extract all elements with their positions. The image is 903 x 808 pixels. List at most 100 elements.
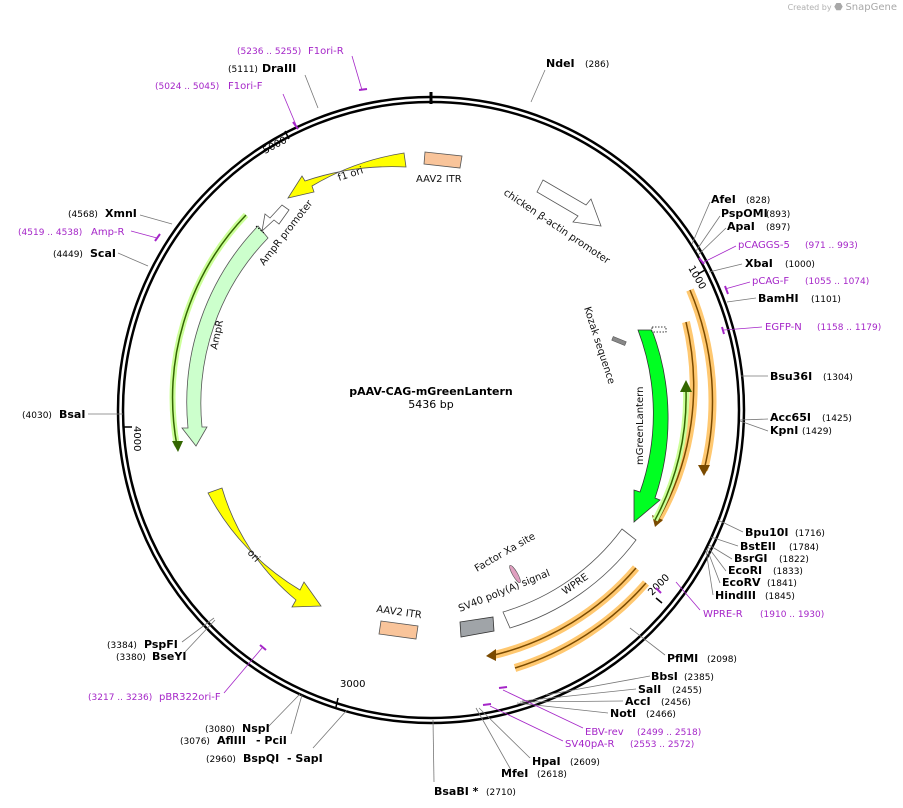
ampr-orf-arc-line [171,214,247,447]
site-sapi-name: - SapI [287,752,323,765]
site-afei-name: AfeI [711,193,736,206]
factor-xa-marker [509,564,521,584]
leader-bamhi [726,297,757,303]
aav2-itr-top-label: AAV2 ITR [416,174,462,185]
primer-ampr-name: Amp-R [91,227,125,238]
primer-f1orir-pos: (5236 .. 5255) [237,47,301,57]
site-sali-pos: (2455) [672,686,702,696]
snapgene-logo: ⬣ [834,2,843,13]
site-scai-pos: (4449) [53,250,83,260]
orf-arc-green-line [654,389,687,521]
site-ecorv-pos: (1841) [767,579,797,589]
site-bseyi-pos: (3380) [116,653,146,663]
orf-arc-wpre1-head [486,649,496,661]
kozak-marker [611,336,627,346]
site-afei-pos: (828) [746,196,770,206]
primer-sv40par-leader [489,705,564,742]
tick-3000-label: 3000 [340,679,365,690]
leader-acc65i [739,418,769,421]
site-hindiii-name: HindIII [715,589,756,602]
site-nspi-name: NspI [242,722,270,735]
site-apai-name: ApaI [727,220,755,233]
orf-arc-outer-line [689,289,714,471]
primer-f1orir-leader [351,55,363,91]
site-xmni-pos: (4568) [68,210,98,220]
leader-mfei [475,707,512,771]
site-bsabi-pos: (2710) [486,788,516,798]
site-apai-pos: (897) [766,223,790,233]
orf-arc-wpre1-line [493,567,637,656]
site-afliii-pos: (3076) [180,737,210,747]
site-bsai-pos: (4030) [22,411,52,421]
leader-bspqi [312,709,348,749]
site-bspqi-pos: (2960) [206,755,236,765]
site-noti-pos: (2466) [646,710,676,720]
site-ndei-pos: (286) [585,60,609,70]
leader-hpai [478,707,531,759]
leader-ecorv [706,548,721,584]
tick-3000: 3000 [335,679,365,708]
primer-wprer-leader [675,581,701,611]
site-pspfi-name: PspFI [144,638,178,651]
leader-xbai [708,263,743,273]
primer-pbr322orif-leader [223,647,263,694]
site-pspfi-pos: (3384) [107,641,137,651]
primer-ebvrev-leader [502,689,584,729]
primer-egfpn-mark [721,326,725,335]
primer-pcagf-pos: (1055 .. 1074) [805,277,869,287]
orf-arc-mid-line [657,321,695,521]
wpre-arrow [502,528,637,629]
leader-afliii [290,694,303,735]
leader-pspomi [695,215,721,252]
ampr-promoter-arrow [261,204,290,233]
primer-ebvrev-mark [498,686,508,689]
ori-arrow [207,487,322,608]
site-bamhi-pos: (1101) [811,295,841,305]
primer-pbr322orif-pos: (3217 .. 3236) [88,693,152,703]
site-noti-name: NotI [610,707,636,720]
snapgene-brand: SnapGene [845,2,897,13]
aav2-itr-top [423,151,463,169]
site-pcii-name: - PciI [256,734,287,747]
site-hindiii-pos: (1845) [765,592,795,602]
primer-wprer-pos: (1910 .. 1930) [760,610,824,620]
site-acc65i-pos: (1425) [822,414,852,424]
primer-pcaggs5-name: pCAGGS-5 [738,240,790,251]
ampr-orf-arc-head [172,441,183,452]
site-xmni-name: XmnI [105,207,137,220]
site-acci-pos: (2456) [661,698,691,708]
primer-f1orif-name: F1ori-F [228,81,263,92]
site-bsai-name: BsaI [59,408,85,421]
mgreenlantern-start [651,326,667,333]
site-bsrgi-name: BsrGI [734,552,767,565]
site-kpni-pos: (1429) [802,427,832,437]
leader-ecori [707,546,727,572]
leader-bseyi [184,619,216,653]
leader-bsrgi [708,544,733,560]
orf-arc-wpre2-line [514,582,647,669]
site-draiii-name: DraIII [262,62,296,75]
kozak-label: Kozak sequence [581,306,616,386]
leader-ndei [530,69,546,103]
tick-4000: 4000 [123,426,142,451]
leader-bsabi [432,719,435,783]
site-xbai-pos: (1000) [785,260,815,270]
site-ecorv-name: EcoRV [722,576,761,589]
tick-2000: 2000 [646,572,672,604]
primer-ebvrev-name: EBV-rev [585,727,624,738]
tick-4000-label: 4000 [131,426,142,451]
orf-arc-outer-head [698,465,710,476]
f1-ori-arrow [287,152,407,199]
cba-promoter-arrow [536,179,602,227]
primer-f1orif-leader [282,93,297,126]
leader-afei [691,201,711,245]
site-sali-name: SalI [638,683,661,696]
created-by-label: Created by [787,3,832,12]
aav2-itr-bottom-label: AAV2 ITR [376,604,423,621]
primer-egfpn-leader [723,326,763,331]
site-ndei-name: NdeI [546,57,575,70]
primer-sv40par-pos: (2553 .. 2572) [630,740,694,750]
primer-wprer-name: WPRE-R [703,609,743,620]
site-pspomi-pos: (893) [766,210,790,220]
